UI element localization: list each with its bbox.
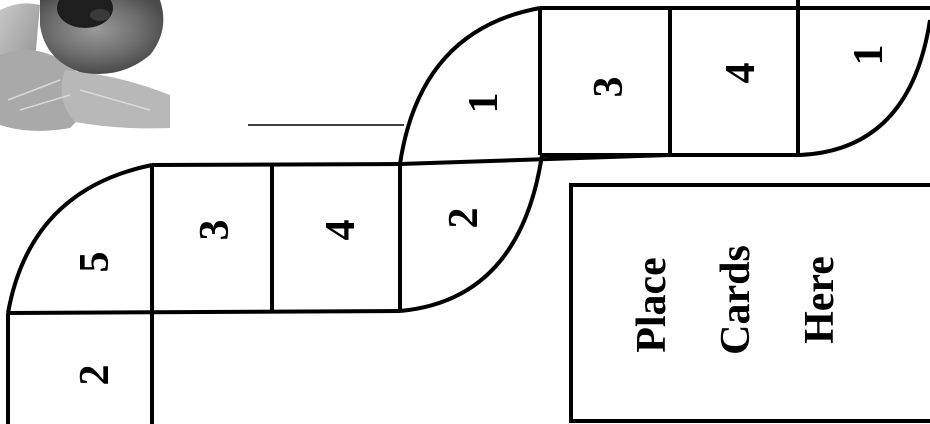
track-upper xyxy=(538,0,930,157)
space-8[interactable]: 4 xyxy=(718,63,764,84)
space-2[interactable]: 5 xyxy=(72,252,118,273)
track-lower xyxy=(6,162,402,424)
blueberry-photo xyxy=(0,0,170,131)
space-4[interactable]: 4 xyxy=(318,220,364,241)
space-1[interactable]: 2 xyxy=(72,365,118,386)
card-area[interactable]: Place Cards Here xyxy=(569,183,930,423)
space-9[interactable]: 1 xyxy=(846,45,892,66)
space-5[interactable]: 2 xyxy=(441,208,487,229)
space-7[interactable]: 3 xyxy=(586,77,632,98)
space-numbers: 2 5 3 4 2 1 3 4 1 xyxy=(72,45,892,386)
space-6[interactable]: 1 xyxy=(461,93,507,114)
card-area-label-cards: Cards xyxy=(713,245,759,355)
card-area-label-here: Here xyxy=(797,256,843,344)
card-area-label-place: Place xyxy=(629,257,675,353)
space-3[interactable]: 3 xyxy=(192,220,238,241)
